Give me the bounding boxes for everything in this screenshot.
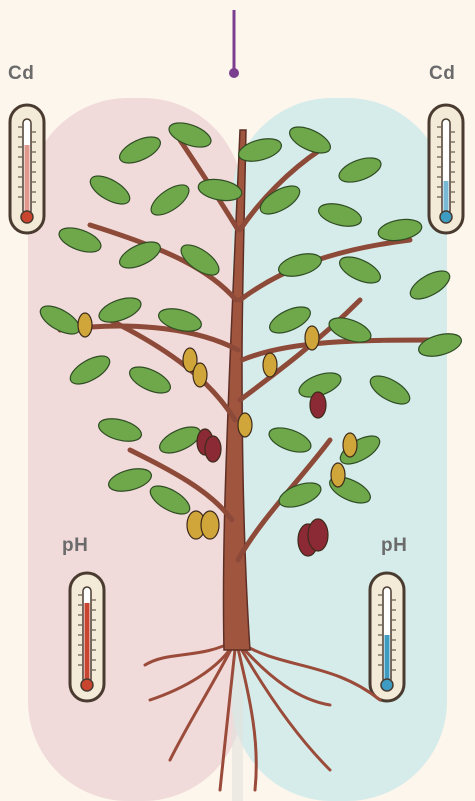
thermometer-icon xyxy=(429,105,463,233)
thermometer-icon xyxy=(70,573,104,701)
thermometer-icon xyxy=(10,105,44,233)
ph-label-right: pH xyxy=(381,535,407,557)
ph-label-left: pH xyxy=(62,535,88,557)
cd-label-right: Cd xyxy=(429,63,455,85)
cd-label-left: Cd xyxy=(8,63,34,85)
thermometer-icon xyxy=(370,573,404,701)
divider-dot xyxy=(229,68,239,78)
